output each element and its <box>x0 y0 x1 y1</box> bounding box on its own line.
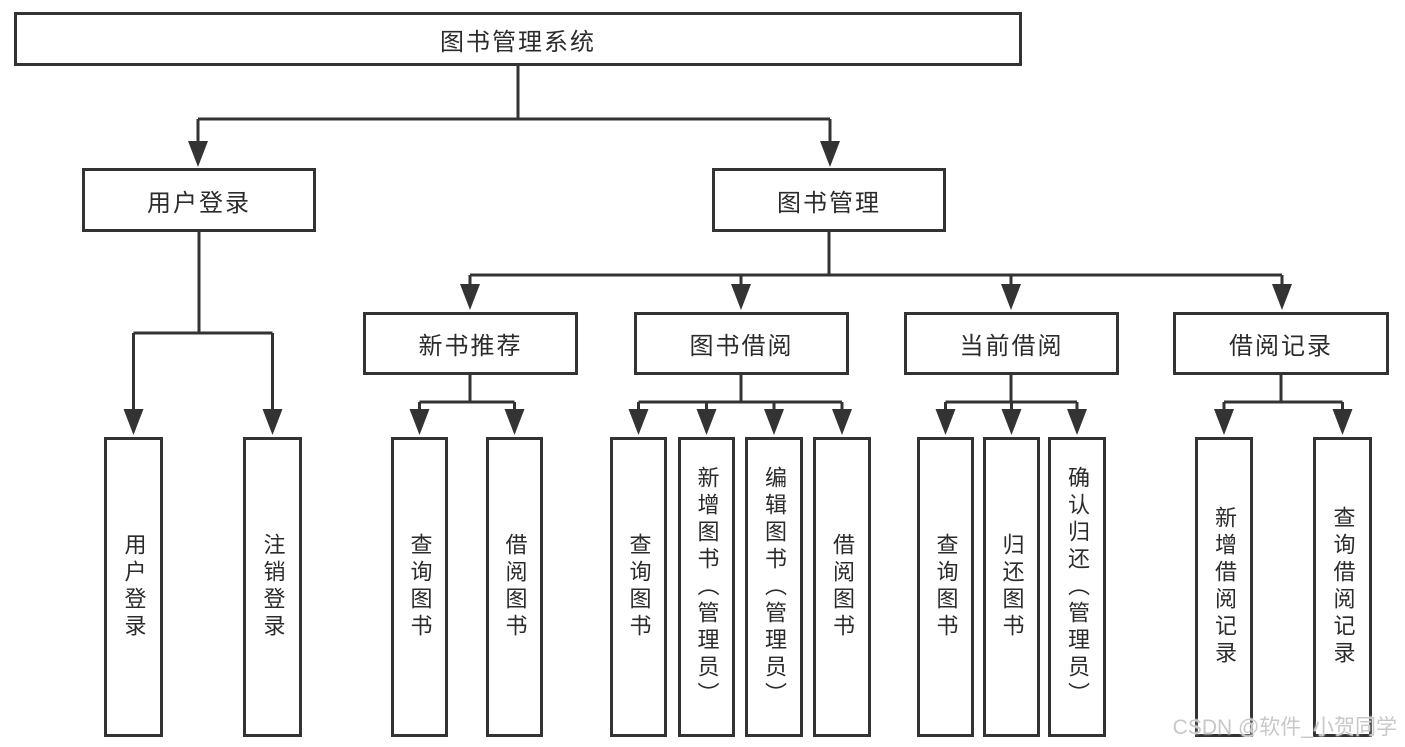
leaf-logout: 注销登录 <box>243 437 302 737</box>
leaf-query-books-borrowing: 查询图书 <box>610 437 667 737</box>
leaf-add-borrow-record: 新增借阅记录 <box>1195 437 1253 737</box>
node-new-book-recommend: 新书推荐 <box>363 312 578 375</box>
leaf-confirm-return-admin: 确认归还（管理员） <box>1048 437 1106 737</box>
leaf-return-books: 归还图书 <box>983 437 1040 737</box>
node-book-borrowing: 图书借阅 <box>634 312 849 375</box>
leaf-add-books-admin: 新增图书（管理员） <box>678 437 735 737</box>
node-current-borrowing: 当前借阅 <box>904 312 1119 375</box>
node-borrowing-records: 借阅记录 <box>1173 312 1389 375</box>
leaf-edit-books-admin: 编辑图书（管理员） <box>745 437 803 737</box>
leaf-borrow-books-recommend: 借阅图书 <box>486 437 543 737</box>
branch-user-login: 用户登录 <box>82 168 316 232</box>
node-root: 图书管理系统 <box>14 12 1022 66</box>
watermark: CSDN @软件_小贺同学 <box>1172 716 1397 739</box>
leaf-query-borrow-record: 查询借阅记录 <box>1313 437 1372 737</box>
leaf-query-books-current: 查询图书 <box>917 437 974 737</box>
leaf-borrow-books-borrowing: 借阅图书 <box>813 437 871 737</box>
leaf-query-books-recommend: 查询图书 <box>391 437 448 737</box>
branch-book-management: 图书管理 <box>712 168 946 232</box>
arrowheads <box>123 141 1353 435</box>
leaf-user-login: 用户登录 <box>104 437 163 737</box>
